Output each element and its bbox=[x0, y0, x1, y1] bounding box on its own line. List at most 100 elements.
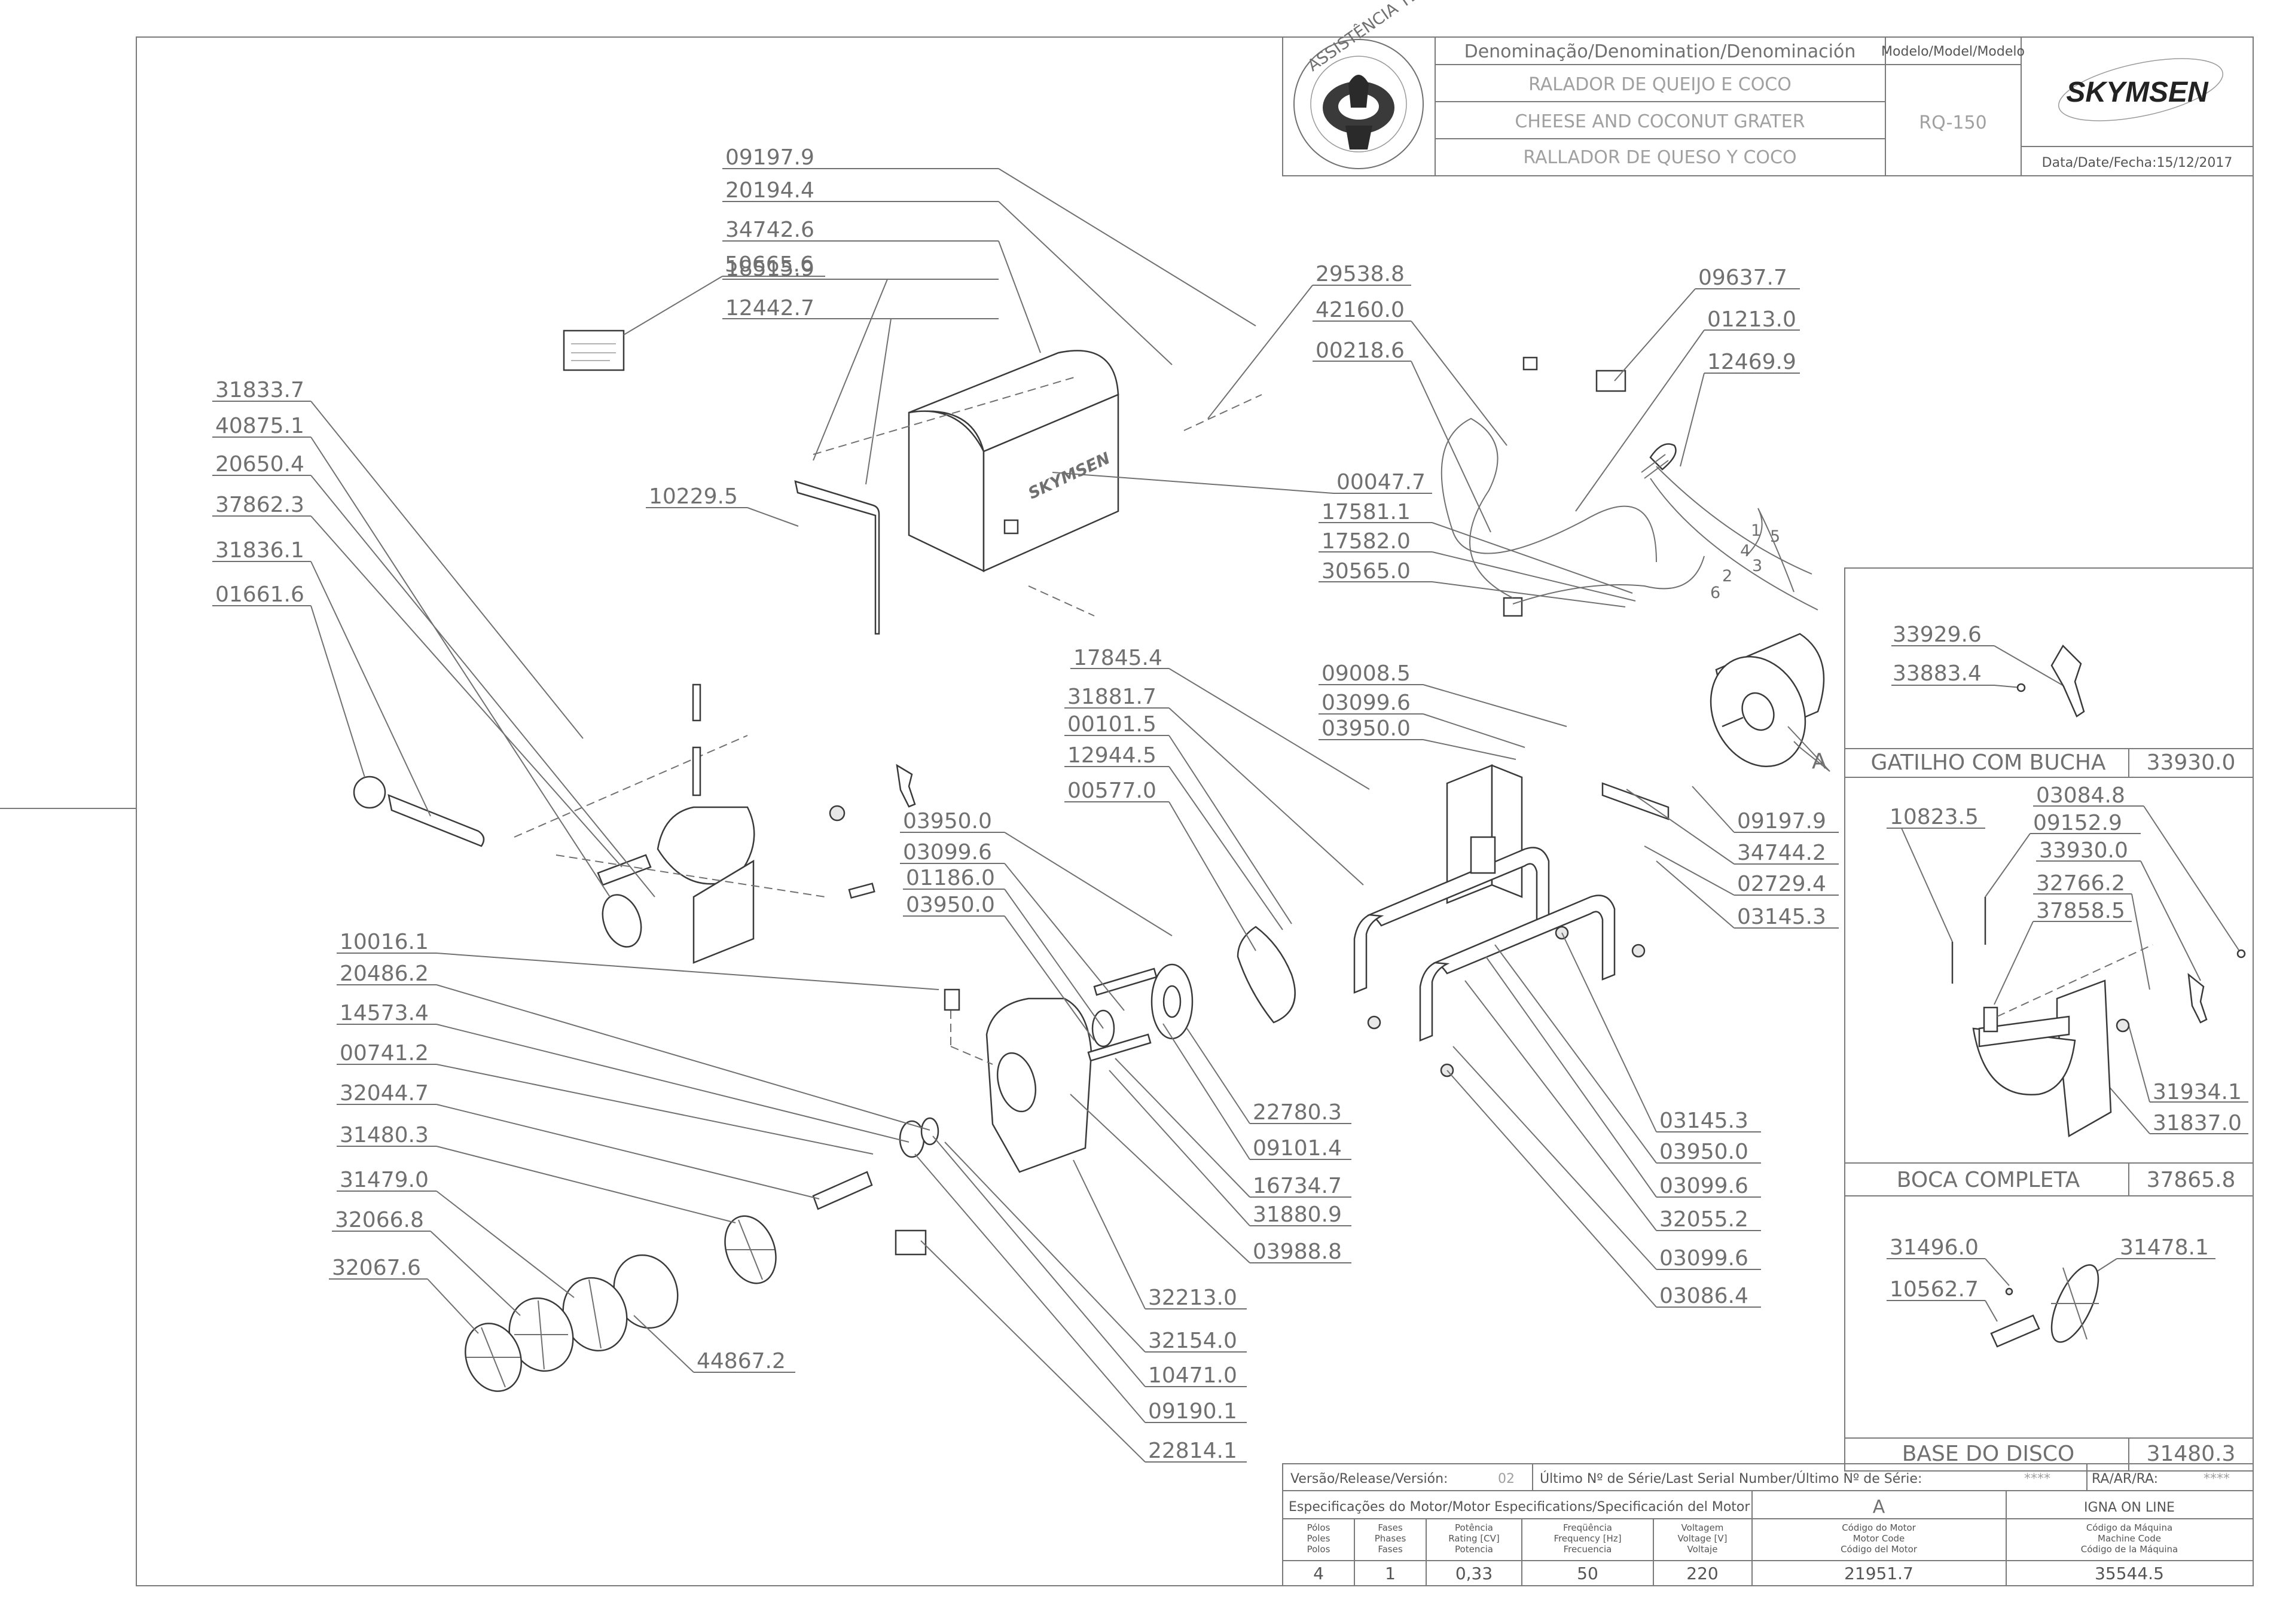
callout-40875-1: 40875.1 bbox=[215, 414, 304, 438]
voltage-l3: Voltaje bbox=[1687, 1544, 1718, 1555]
serial-label: Último Nº de Série/Last Serial Number/Úl… bbox=[1540, 1471, 1922, 1486]
wire-label-3: 3 bbox=[1752, 557, 1762, 575]
release-label: Versão/Release/Versión: bbox=[1290, 1472, 1448, 1486]
poles-l2: Poles bbox=[1307, 1533, 1330, 1544]
callout-03950-0-mid: 03950.0 bbox=[903, 809, 992, 834]
motor-code-l2: Motor Code bbox=[1853, 1533, 1905, 1544]
callout-31479-0: 31479.0 bbox=[340, 1168, 429, 1192]
voltage-l2: Voltage [V] bbox=[1678, 1533, 1728, 1544]
callout-03099-6-mid: 03099.6 bbox=[903, 840, 992, 865]
disc-housing bbox=[944, 926, 1296, 1173]
rating-l2: Rating [CV] bbox=[1448, 1533, 1500, 1544]
warning-label-sticker bbox=[563, 329, 625, 371]
callout-03145-3-low: 03145.3 bbox=[1659, 1109, 1748, 1133]
callout-14573-4: 14573.4 bbox=[340, 1001, 429, 1025]
callout-32066-8: 32066.8 bbox=[335, 1208, 424, 1232]
spec-col-poles: Pólos Poles Polos 4 bbox=[1307, 1522, 1330, 1583]
name-en: CHEESE AND COCONUT GRATER bbox=[1515, 111, 1805, 132]
gatilho-part-2: 33883.4 bbox=[1893, 661, 1982, 686]
callout-01186-0: 01186.0 bbox=[906, 866, 995, 890]
machine-code-l1: Código da Máquina bbox=[2086, 1522, 2172, 1533]
callout-01213-0: 01213.0 bbox=[1707, 307, 1796, 332]
machine-code-title: IGNA ON LINE bbox=[2084, 1500, 2175, 1515]
wire-label-2: 2 bbox=[1722, 567, 1732, 585]
boca-title: BOCA COMPLETA bbox=[1897, 1168, 2080, 1192]
base-part-31496: 31496.0 bbox=[1890, 1235, 1979, 1260]
boca-code: 37865.8 bbox=[2147, 1168, 2236, 1192]
rating-l1: Potência bbox=[1455, 1522, 1493, 1533]
machine-code-value: 35544.5 bbox=[2095, 1564, 2164, 1583]
callout-42160-0: 42160.0 bbox=[1316, 298, 1405, 322]
frequency-l2: Frequency [Hz] bbox=[1554, 1533, 1621, 1544]
callout-31881-7: 31881.7 bbox=[1067, 685, 1156, 709]
part-callouts: 09197.9 20194.4 34742.6 18515.9 12442.7 bbox=[722, 145, 1256, 485]
callout-17582-0: 17582.0 bbox=[1322, 529, 1411, 554]
name-pt: RALADOR DE QUEIJO E COCO bbox=[1528, 74, 1792, 95]
motor-base-frame bbox=[1353, 764, 1670, 1077]
machine-code-l3: Código de la Máquina bbox=[2081, 1544, 2178, 1555]
callout-44867-2: 44867.2 bbox=[697, 1349, 786, 1373]
callout-00741-2: 00741.2 bbox=[340, 1041, 429, 1066]
rating-l3: Potencia bbox=[1455, 1544, 1493, 1555]
callout-32067-6: 32067.6 bbox=[332, 1256, 421, 1280]
brand-logo: SKYMSEN bbox=[2058, 58, 2223, 121]
callout-03950-0-bottom: 03950.0 bbox=[1659, 1140, 1748, 1164]
callout-20486-2: 20486.2 bbox=[340, 961, 429, 986]
voltage-l1: Voltagem bbox=[1681, 1522, 1724, 1533]
wire-label-1: 1 bbox=[1751, 521, 1761, 540]
callout-29538-8: 29538.8 bbox=[1316, 262, 1405, 286]
wire-label-4: 4 bbox=[1740, 542, 1750, 560]
callout-12944-5: 12944.5 bbox=[1067, 743, 1156, 768]
callout-50665-6: 50665.6 bbox=[725, 252, 814, 277]
boca-part-31934: 31934.1 bbox=[2153, 1080, 2242, 1104]
callout-00218-6: 00218.6 bbox=[1316, 338, 1405, 363]
brand-name: SKYMSEN bbox=[2066, 77, 2209, 108]
frequency-l1: Freqüência bbox=[1563, 1522, 1612, 1533]
boca-part-37858: 37858.5 bbox=[2036, 899, 2125, 923]
main-exploded-view: SKYMSEN bbox=[353, 329, 1830, 1392]
model-code: RQ-150 bbox=[1919, 112, 1986, 133]
callout-22814-1: 22814.1 bbox=[1148, 1439, 1237, 1463]
poles-l3: Polos bbox=[1307, 1544, 1330, 1555]
callout-10471-0: 10471.0 bbox=[1148, 1363, 1237, 1388]
callout-09190-1: 09190.1 bbox=[1148, 1399, 1237, 1424]
title-block: ASSISTÊNCIA TÉCNICA AUTORIZADA Denominaç… bbox=[1282, 0, 2254, 176]
phases-value: 1 bbox=[1385, 1564, 1396, 1583]
spec-col-rating: Potência Rating [CV] Potencia 0,33 bbox=[1448, 1522, 1500, 1583]
callout-16734-7: 16734.7 bbox=[1253, 1174, 1342, 1198]
callout-03950-0-low: 03950.0 bbox=[906, 893, 995, 917]
callout-12442-7: 12442.7 bbox=[725, 296, 814, 320]
callout-12469-9: 12469.9 bbox=[1707, 350, 1796, 374]
ra-label: RA/AR/RA: bbox=[2092, 1472, 2158, 1486]
callout-00101-5: 00101.5 bbox=[1067, 712, 1156, 737]
spec-col-voltage: Voltagem Voltage [V] Voltaje 220 bbox=[1678, 1522, 1728, 1583]
phases-l1: Fases bbox=[1378, 1522, 1402, 1533]
spec-col-frequency: Freqüência Frequency [Hz] Frecuencia 50 bbox=[1554, 1522, 1621, 1583]
phases-l2: Phases bbox=[1375, 1533, 1406, 1544]
detail-panel-boca: BOCA COMPLETA 37865.8 10823.5 03084.8 09… bbox=[1844, 777, 2254, 1196]
wire-label-5: 5 bbox=[1770, 527, 1780, 546]
base-code: 31480.3 bbox=[2147, 1442, 2236, 1466]
boca-part-33930: 33930.0 bbox=[2039, 838, 2128, 863]
release-value: 02 bbox=[1498, 1472, 1515, 1486]
callout-00577-0: 00577.0 bbox=[1067, 779, 1156, 803]
callouts-rendered: 50665.6 10229.5 29538.8 42160.0 00218.6 … bbox=[212, 252, 1839, 1463]
serial-value: **** bbox=[2024, 1472, 2050, 1486]
callout-motor-letter: A bbox=[1812, 749, 1827, 774]
phases-l3: Fases bbox=[1378, 1544, 1402, 1555]
boca-part-03084: 03084.8 bbox=[2036, 783, 2125, 808]
callout-09008-5: 09008.5 bbox=[1322, 661, 1411, 686]
voltage-value: 220 bbox=[1686, 1564, 1718, 1583]
gatilho-title: GATILHO COM BUCHA bbox=[1870, 750, 2105, 775]
motor-code-l1: Código do Motor bbox=[1842, 1522, 1916, 1533]
rating-value: 0,33 bbox=[1455, 1564, 1493, 1583]
callout-32044-7: 32044.7 bbox=[340, 1081, 429, 1106]
detail-panel-base: BASE DO DISCO 31480.3 31496.0 31478.1 10… bbox=[1844, 1195, 2254, 1472]
base-part-31478: 31478.1 bbox=[2120, 1235, 2209, 1260]
callout-03988-8: 03988.8 bbox=[1253, 1240, 1342, 1264]
top-cover: SKYMSEN bbox=[908, 350, 1119, 572]
callout-09637-7: 09637.7 bbox=[1698, 265, 1787, 290]
denomination-header: Denominação/Denomination/Denominación bbox=[1464, 41, 1856, 62]
callout-34744-2: 34744.2 bbox=[1737, 841, 1826, 865]
